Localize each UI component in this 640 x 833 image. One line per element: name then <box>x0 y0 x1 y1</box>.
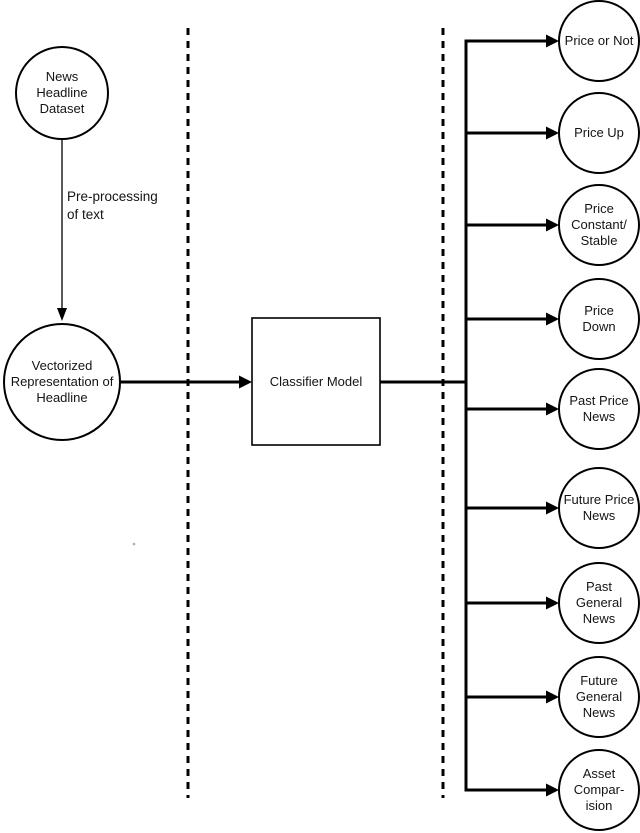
branch-arrow-price-up <box>464 126 559 140</box>
output-circle-future-general-news <box>558 656 640 738</box>
branch-arrow-price-constant <box>464 218 559 232</box>
preprocess-arrowhead-icon <box>57 308 67 321</box>
output-label-price-down: Price Down <box>582 303 616 334</box>
output-label-price-up: Price Up <box>574 125 624 140</box>
output-label-past-price-news: Past Price News <box>569 393 629 424</box>
output-circle-asset-comparision <box>558 749 640 831</box>
output-label-price-or-not: Price or Not <box>564 33 634 48</box>
stray-dot <box>132 542 136 546</box>
output-label-price-constant: Price Constant/ Stable <box>571 201 627 248</box>
branch-arrowhead-icon <box>546 596 559 610</box>
branch-arrowhead-icon <box>546 218 559 232</box>
branch-arrow-price-down <box>464 312 559 326</box>
output-circle-future-price-news <box>558 467 640 549</box>
output-circle-past-general-news <box>558 562 640 644</box>
output-circle-price-up <box>558 92 640 174</box>
branch-arrowhead-icon <box>546 501 559 515</box>
branch-arrowhead-icon <box>546 690 559 704</box>
output-circle-price-down <box>558 278 640 360</box>
branch-arrowhead-icon <box>546 34 559 48</box>
branch-arrow-past-price-news <box>464 402 559 416</box>
vectorized-to-classifier-arrowhead-icon <box>239 375 252 389</box>
output-circle-price-constant <box>558 184 640 266</box>
output-circle-past-price-news <box>558 368 640 450</box>
branch-arrow-future-general-news <box>464 690 559 704</box>
branch-arrowhead-icon <box>546 126 559 140</box>
branch-arrowhead-icon <box>546 312 559 326</box>
branch-arrow-price-or-not <box>464 34 559 48</box>
branch-arrow-future-price-news <box>464 501 559 515</box>
preprocess-edge-label: Pre-processing of text <box>67 189 158 222</box>
branch-arrowhead-icon <box>546 783 559 797</box>
output-label-past-general-news: Past General News <box>575 579 623 626</box>
branch-arrow-past-general-news <box>464 596 559 610</box>
output-circle-price-or-not <box>558 0 640 82</box>
vectorized-node-label: Vectorized Representation of Headline <box>10 358 114 405</box>
output-label-asset-comparision: Asset Compar- ision <box>573 766 625 813</box>
classifier-node-label: Classifier Model <box>269 373 363 389</box>
output-label-future-price-news: Future Price News <box>563 492 635 523</box>
output-label-future-general-news: Future General News <box>575 673 623 720</box>
branch-arrowhead-icon <box>546 402 559 416</box>
branch-arrow-asset-comparision <box>464 783 559 797</box>
dataset-node-label: News Headline Dataset <box>36 69 88 116</box>
